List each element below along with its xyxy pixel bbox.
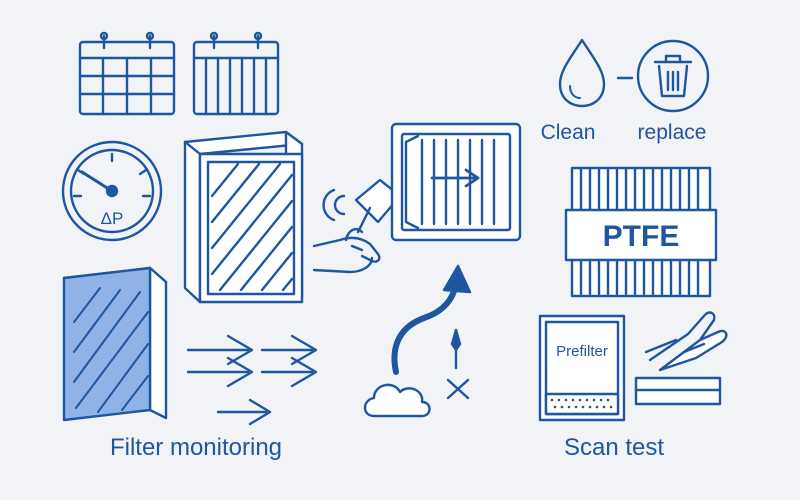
water-drop-icon [558, 38, 606, 108]
cloud-icon [363, 383, 431, 418]
ptfe-label: PTFE [603, 220, 680, 253]
clean-label: Clean [541, 121, 596, 144]
calendar-icon [192, 31, 280, 116]
trash-bin-icon [636, 39, 710, 113]
filter-monitoring-label: Filter monitoring [110, 434, 282, 461]
hand-tool-icon [634, 311, 728, 406]
prefilter-panel-icon: Prefilter [538, 314, 626, 422]
gauge-delta-label: ΔP [101, 209, 124, 228]
needle-marker [446, 328, 470, 400]
replace-label: replace [638, 121, 707, 144]
scanning-wand-icon [312, 178, 402, 274]
scan-test-label: Scan test [564, 434, 664, 461]
pressure-gauge-icon: ΔP [61, 140, 163, 242]
rising-arrow-icon [391, 264, 472, 375]
prefilter-label: Prefilter [556, 343, 608, 360]
filter-airflow-icon [390, 122, 522, 242]
hvac-filter-icon [183, 130, 304, 304]
pleated-media-icon: PTFE [564, 166, 718, 298]
blue-filter-icon [62, 266, 168, 422]
calendar-icon [78, 31, 176, 116]
airflow-arrows-icon [186, 334, 318, 426]
